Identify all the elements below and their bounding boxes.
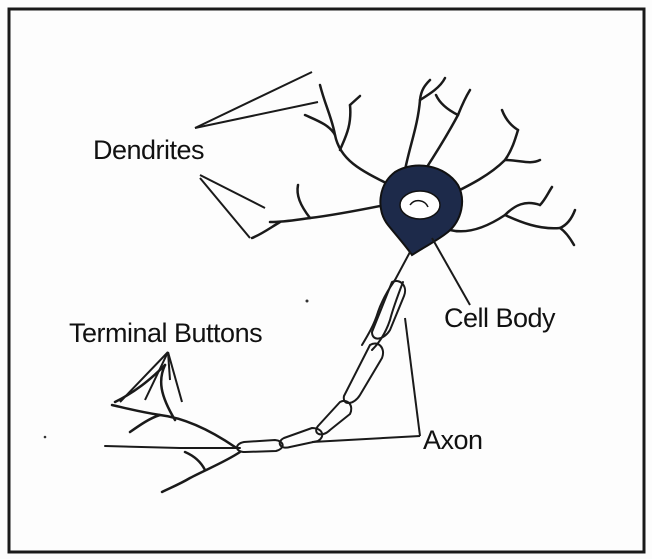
dendrites-label: Dendrites: [93, 135, 204, 166]
cell-body-leader-line: [432, 238, 470, 305]
dendrites-leader-lines: [195, 72, 318, 238]
axon-shape: [105, 252, 410, 452]
terminal-buttons-label: Terminal Buttons: [69, 318, 262, 349]
nucleus-shape: [400, 191, 440, 219]
speck-mark: [44, 436, 47, 439]
cell-body-label: Cell Body: [444, 303, 555, 334]
speck-mark: [306, 300, 309, 303]
axon-label: Axon: [423, 425, 483, 456]
diagram-border: [9, 9, 644, 552]
